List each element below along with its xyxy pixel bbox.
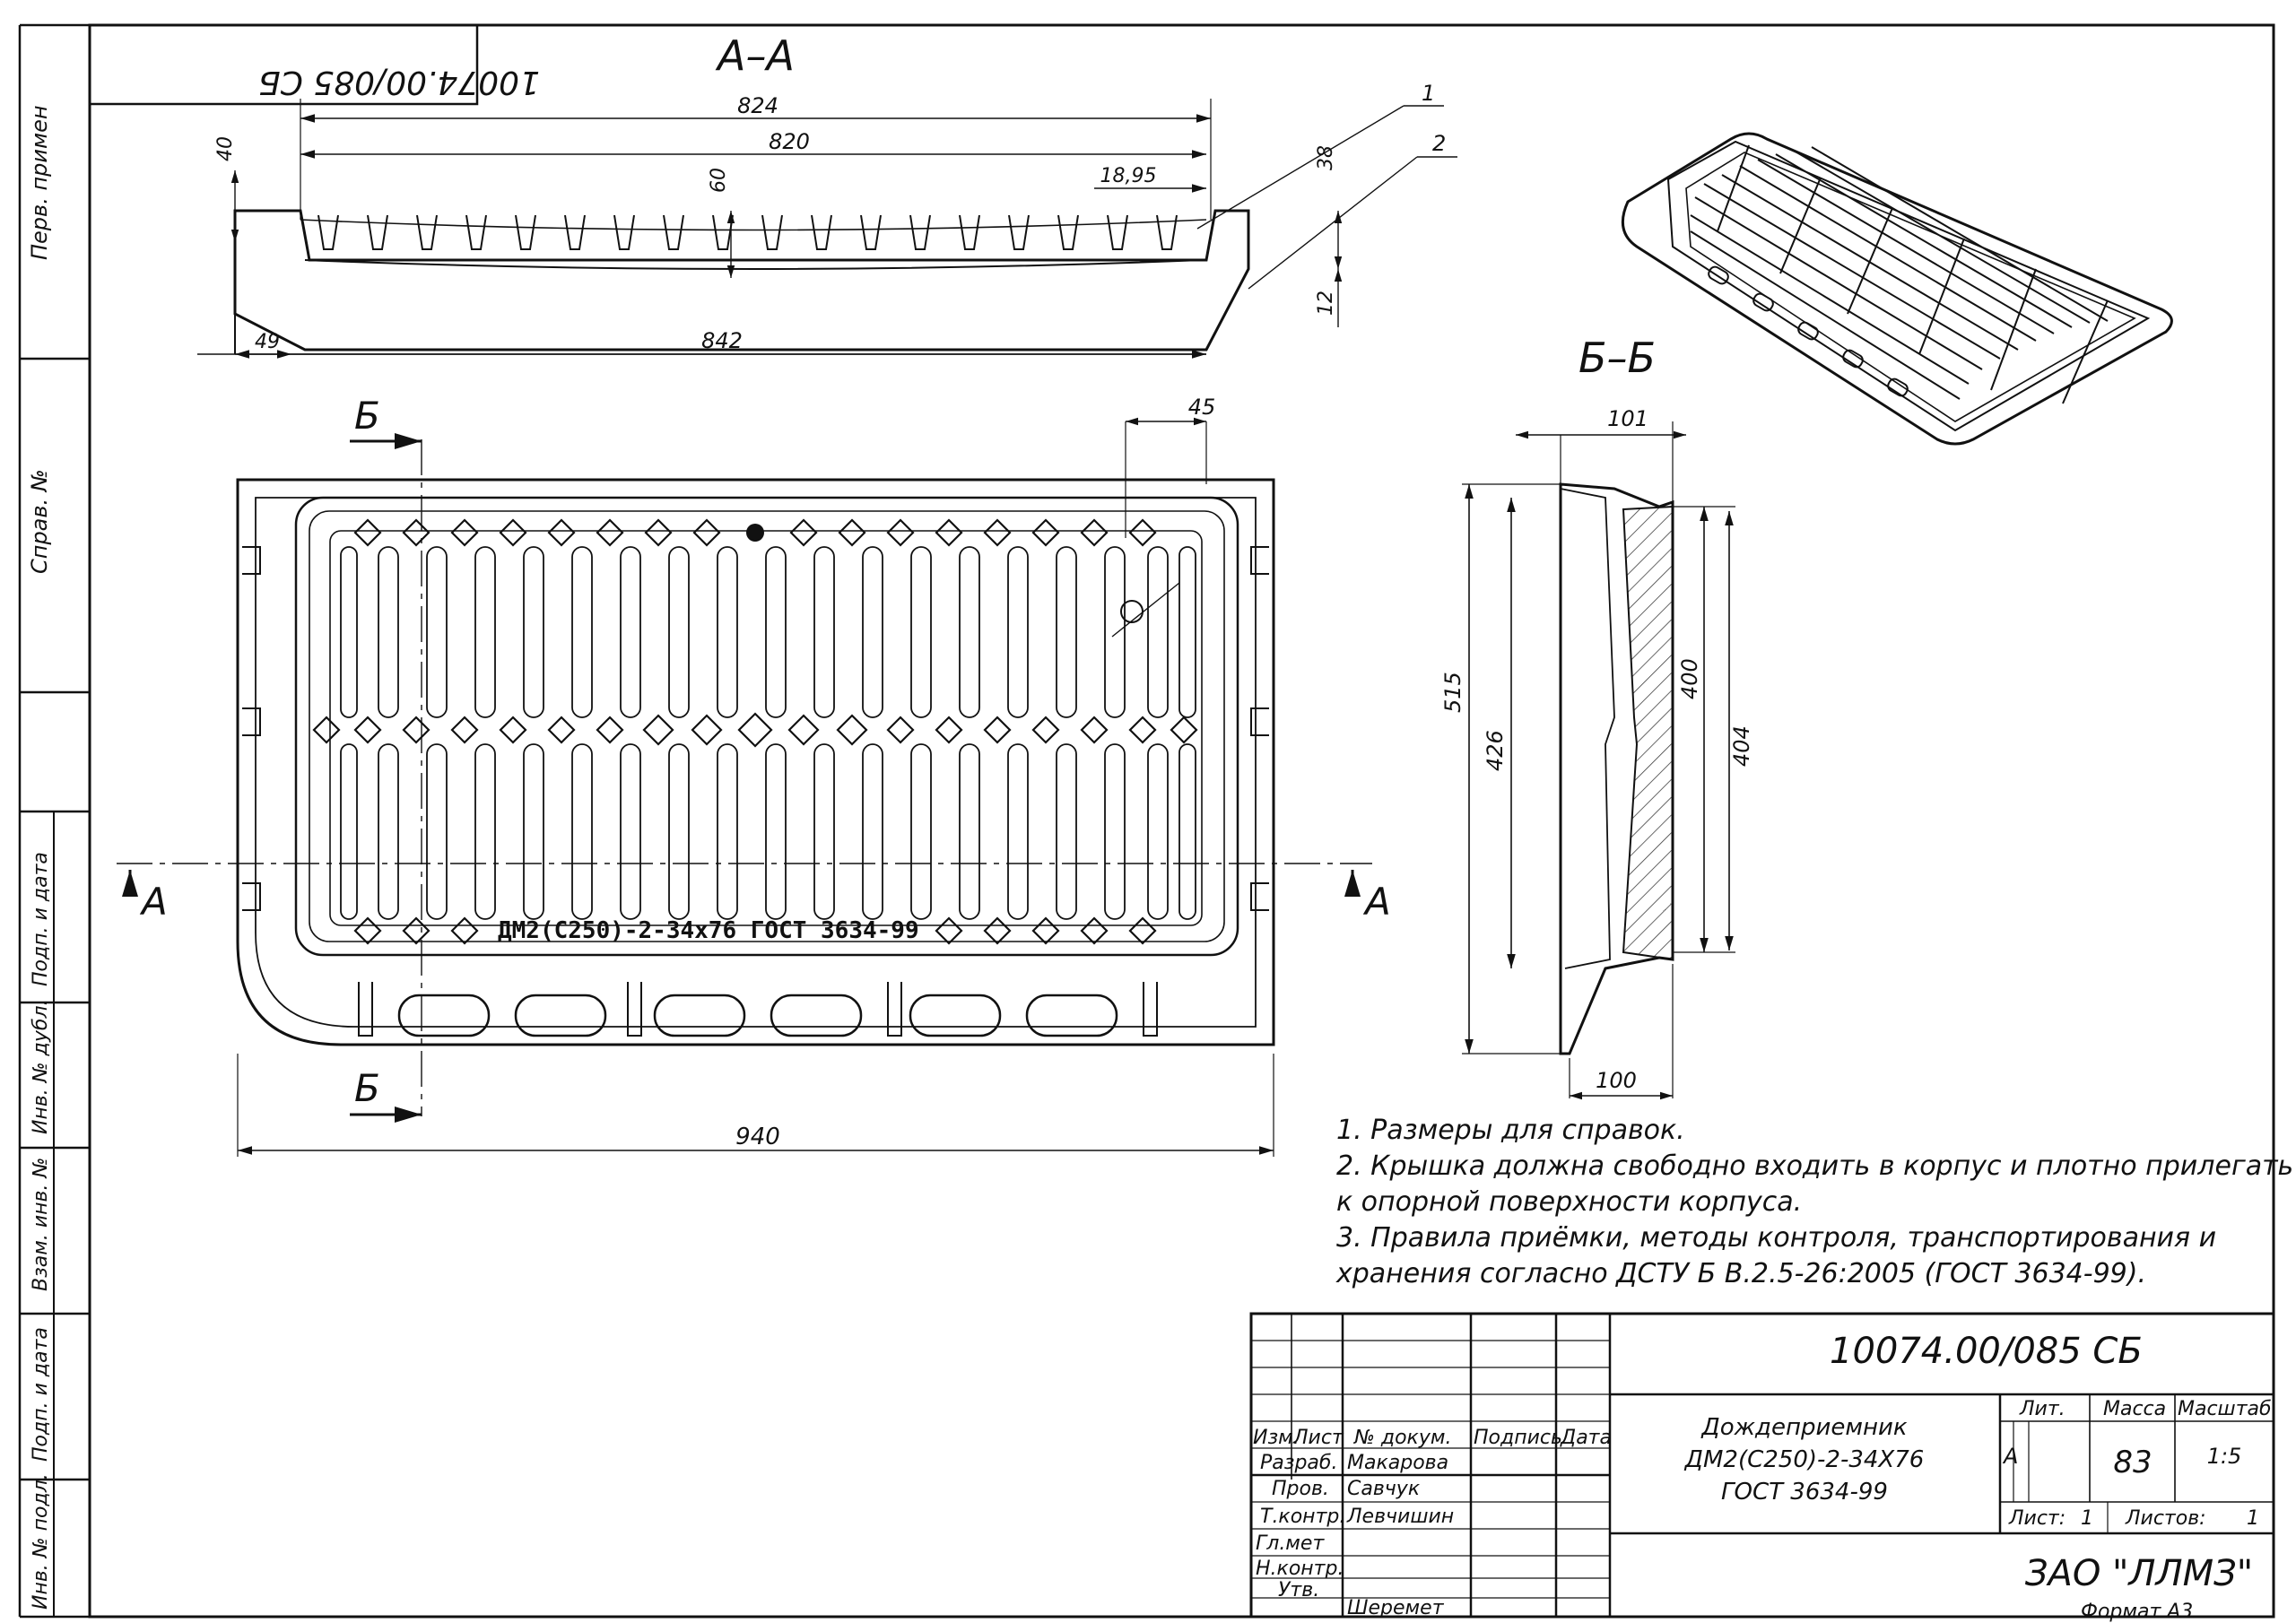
side-label-podp-data-1: Подп. и дата	[30, 852, 52, 986]
note-2: 2. Крышка должна свободно входить в корп…	[1336, 1150, 2293, 1182]
side-lugs	[242, 546, 1269, 1037]
tb-massa-label: Масса	[2103, 1398, 2166, 1420]
tb-name-utv: Шеремет	[1347, 1597, 1445, 1619]
tb-lit-value: А	[2002, 1444, 2018, 1469]
dim-824: 824	[737, 93, 778, 118]
tb-name-tkontr: Левчишин	[1346, 1506, 1454, 1528]
tb-header-izm: Изм.	[1253, 1427, 1300, 1449]
section-bb: Б–Б 101 515 426 400 404 100	[1440, 334, 1754, 1100]
dim-101: 101	[1607, 406, 1648, 431]
isometric-view	[1621, 132, 2173, 446]
dim-100: 100	[1596, 1068, 1637, 1093]
tb-product-name-1: Дождеприемник	[1700, 1414, 1908, 1441]
iso-ribs	[1690, 144, 2109, 404]
title-block	[1249, 1312, 2275, 1619]
section-b-label-bottom: Б	[354, 1066, 380, 1110]
note-3-cont: хранения согласно ДСТУ Б В.2.5-26:2005 (…	[1335, 1258, 2146, 1289]
tb-masshtab-label: Масштаб	[2178, 1398, 2272, 1420]
section-b-label-top: Б	[354, 394, 380, 438]
side-label-inv-dubl: Инв. № дубл.	[30, 999, 52, 1134]
dim-404: 404	[1729, 725, 1754, 767]
dim-60: 60	[708, 168, 730, 193]
side-label-podp-data-2: Подп. и дата	[30, 1327, 52, 1462]
grate-marking: ДМ2(С250)-2-34х76 ГОСТ 3634-99	[498, 917, 919, 944]
note-2-cont: к опорной поверхности корпуса.	[1336, 1186, 1802, 1218]
tb-company: ЗАО "ЛЛМЗ"	[2025, 1553, 2253, 1594]
side-label-sprav-no: Справ. №	[27, 469, 52, 574]
dim-12: 12	[1315, 291, 1337, 316]
iso-side-slots	[1708, 265, 1909, 397]
section-a-label-right: А	[1362, 880, 1391, 924]
side-label-inv-podl: Инв. № подл.	[30, 1473, 52, 1610]
tb-lit-label: Лит.	[2019, 1398, 2066, 1420]
tb-role-razrab: Разраб.	[1260, 1452, 1337, 1474]
tb-massa-value: 83	[2113, 1445, 2152, 1480]
dim-515: 515	[1440, 672, 1465, 713]
note-3: 3. Правила приёмки, методы контроля, тра…	[1336, 1222, 2216, 1254]
aa-rib-teeth	[317, 214, 1178, 250]
note-1: 1. Размеры для справок.	[1336, 1115, 1685, 1146]
tb-list-label: Лист:	[2008, 1507, 2066, 1530]
technical-notes: 1. Размеры для справок. 2. Крышка должна…	[1335, 1115, 2293, 1289]
tb-name-prov: Савчук	[1347, 1478, 1421, 1500]
section-bb-title: Б–Б	[1578, 334, 1656, 382]
tb-listov-label: Листов:	[2125, 1507, 2206, 1530]
grate-slots	[340, 546, 1196, 920]
grate-diamonds	[312, 518, 1198, 945]
dim-49: 49	[255, 331, 280, 353]
tb-header-list: Лист	[1292, 1427, 1344, 1449]
tb-listov-value: 1	[2247, 1507, 2259, 1530]
dim-38: 38	[1315, 145, 1337, 170]
side-strip-labels: Перв. примен Справ. № Подп. и дата Инв. …	[27, 105, 52, 1610]
tb-role-nkontr: Н.контр.	[1256, 1558, 1344, 1580]
tb-header-doc-no: № докум.	[1353, 1427, 1451, 1449]
tb-product-name-2: ДМ2(С250)-2-34Х76	[1684, 1446, 1925, 1473]
section-aa: А–А 824 820 18,95 40 60 38 12	[197, 31, 1457, 359]
tb-format: Формат А3	[2081, 1601, 2193, 1623]
dim-940: 940	[735, 1124, 780, 1150]
sheet-frame	[18, 23, 2275, 1619]
tb-role-prov: Пров.	[1272, 1478, 1329, 1500]
tb-name-razrab: Макарова	[1347, 1452, 1448, 1474]
tb-role-utv: Утв.	[1278, 1579, 1319, 1601]
drain-slots	[397, 994, 1118, 1037]
dim-820: 820	[769, 129, 810, 154]
top-designation-rotated: 10074.00/085 СБ	[258, 64, 540, 100]
tb-role-glmet: Гл.мет	[1256, 1532, 1325, 1555]
tb-header-podpis: Подпись	[1474, 1427, 1562, 1449]
title-block-text: 10074.00/085 СБ Дождеприемник ДМ2(С250)-…	[1253, 1331, 2272, 1623]
section-a-label-left: А	[139, 880, 168, 924]
leader-1: 1	[1422, 81, 1435, 106]
dim-400: 400	[1677, 658, 1702, 699]
leader-2: 2	[1432, 131, 1446, 156]
dim-18-95: 18,95	[1100, 165, 1157, 187]
tb-product-name-3: ГОСТ 3634-99	[1721, 1479, 1888, 1506]
tb-list-value: 1	[2081, 1507, 2093, 1530]
side-label-vzam-inv: Взам. инв. №	[30, 1158, 52, 1291]
side-label-perv-primen: Перв. примен	[27, 105, 52, 260]
dim-40: 40	[214, 136, 237, 161]
tb-header-data: Дата	[1560, 1427, 1612, 1449]
dim-45: 45	[1188, 395, 1216, 420]
tb-role-tkontr: Т.контр.	[1260, 1506, 1345, 1528]
section-aa-title: А–А	[715, 31, 795, 80]
dim-426: 426	[1483, 730, 1508, 771]
dim-842: 842	[701, 328, 743, 353]
plan-view: ДМ2(С250)-2-34х76 ГОСТ 3634-99 А А Б Б 4…	[117, 394, 1391, 1157]
tb-designation: 10074.00/085 СБ	[1830, 1331, 2143, 1372]
tb-masshtab-value: 1:5	[2207, 1444, 2242, 1469]
